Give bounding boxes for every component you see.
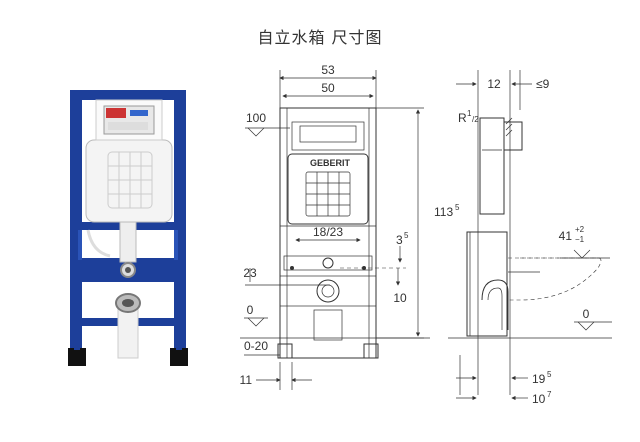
- product-photo: [68, 90, 188, 366]
- side-depth-foot: 19: [532, 372, 546, 386]
- side-thread-sup: 1: [467, 109, 472, 118]
- front-offset-small-sup: 5: [404, 231, 409, 240]
- side-depth-base: 10: [532, 392, 546, 406]
- front-labels: 53 50 100 113 5 18/23 3 5 23 10 0 0-20 1…: [240, 63, 460, 387]
- brand-label: GEBERIT: [310, 158, 351, 168]
- side-depth-top: 12: [487, 77, 501, 91]
- side-bowl-height: 41: [559, 229, 573, 243]
- side-bowl-tol-minus: −1: [575, 235, 585, 244]
- side-view-drawing: [448, 70, 612, 401]
- side-floor-zero: 0: [583, 307, 590, 321]
- side-depth-base-sup: 7: [547, 390, 552, 399]
- front-floor-zero: 0: [247, 303, 254, 317]
- side-depth-foot-sup: 5: [547, 370, 552, 379]
- front-drain-height: 23: [243, 266, 257, 280]
- front-width-inner: 50: [321, 81, 335, 95]
- side-depth-max: ≤9: [536, 77, 550, 91]
- front-top-height: 100: [246, 111, 266, 125]
- side-thread-label: R: [458, 111, 467, 125]
- front-width-outer: 53: [321, 63, 335, 77]
- side-labels: 12 ≤9 R 1 /2 41 +2 −1 0 19 5 10 7: [458, 77, 590, 406]
- side-thread-sub: /2: [472, 115, 479, 124]
- front-foot-width: 11: [240, 373, 253, 387]
- front-total-height: 113: [434, 205, 453, 219]
- front-view-drawing: [240, 70, 430, 390]
- page-title: 自立水箱 尺寸图: [257, 28, 383, 47]
- front-drain-offset: 10: [393, 291, 407, 305]
- front-offset-small: 3: [396, 233, 403, 247]
- front-floor-range: 0-20: [244, 339, 268, 353]
- front-flush-spacing: 18/23: [313, 225, 343, 239]
- front-total-height-sup: 5: [455, 203, 460, 212]
- side-bowl-tol-plus: +2: [575, 225, 585, 234]
